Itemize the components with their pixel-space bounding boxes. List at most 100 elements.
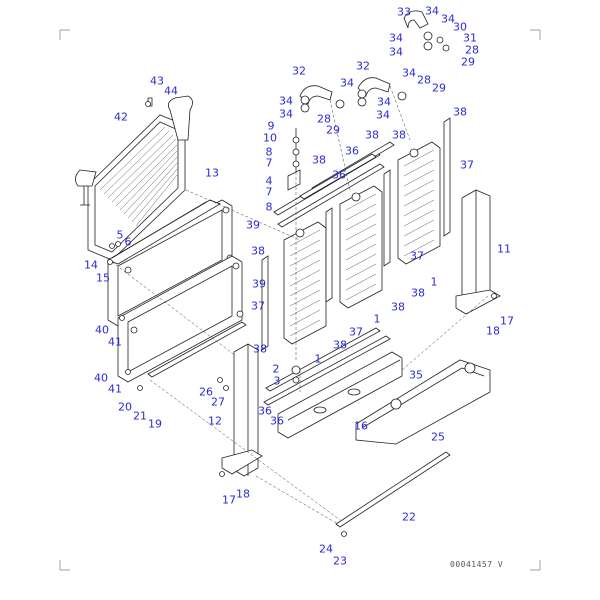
callout-37: 37 (349, 325, 363, 339)
callout-8: 8 (265, 145, 273, 159)
callout-40: 40 (94, 371, 108, 385)
support-bracket (355, 359, 491, 445)
callout-32: 32 (292, 64, 306, 78)
callout-34: 34 (389, 31, 403, 45)
callout-16: 16 (354, 419, 368, 433)
callout-36: 36 (332, 168, 346, 182)
callout-41: 41 (108, 382, 122, 396)
callout-1: 1 (373, 312, 381, 326)
callout-37: 37 (410, 249, 424, 263)
callout-15: 15 (96, 271, 110, 285)
cross-bars (147, 321, 451, 528)
callout-17: 17 (500, 314, 514, 328)
callout-17: 17 (222, 493, 236, 507)
callout-31: 31 (463, 31, 477, 45)
drawing-number: 00041457 V (450, 560, 504, 569)
callout-32: 32 (356, 59, 370, 73)
callout-34: 34 (389, 45, 403, 59)
base-channel (277, 351, 403, 439)
callout-34: 34 (402, 66, 416, 80)
callout-34: 34 (279, 107, 293, 121)
assembly-lines (111, 85, 489, 525)
callout-28: 28 (317, 112, 331, 126)
callout-8: 8 (265, 200, 273, 214)
mounting-bolts (287, 128, 301, 191)
seal-strips (261, 117, 451, 351)
sheet-frame (59, 29, 541, 571)
callout-40: 40 (95, 323, 109, 337)
callout-29: 29 (461, 55, 475, 69)
callout-22: 22 (402, 510, 416, 524)
callout-1: 1 (430, 275, 438, 289)
callout-28: 28 (417, 73, 431, 87)
radiator-core-right (397, 141, 441, 265)
callout-38: 38 (365, 128, 379, 142)
callout-9: 9 (267, 119, 275, 133)
callout-34: 34 (279, 94, 293, 108)
callout-39: 39 (252, 277, 266, 291)
callout-38: 38 (312, 153, 326, 167)
upper-hoses (299, 10, 450, 113)
callout-34: 34 (441, 12, 455, 26)
callout-43: 43 (150, 74, 164, 88)
top-plate (107, 199, 221, 265)
callout-36: 36 (270, 414, 284, 428)
callout-5: 5 (116, 228, 124, 242)
callout-28: 28 (465, 43, 479, 57)
callout-24: 24 (319, 542, 333, 556)
callout-12: 12 (208, 414, 222, 428)
callout-3: 3 (273, 374, 281, 388)
callout-13: 13 (205, 166, 219, 180)
callout-38: 38 (251, 244, 265, 258)
callout-11: 11 (497, 242, 511, 256)
callout-23: 23 (333, 554, 347, 568)
callout-35: 35 (409, 368, 423, 382)
callout-21: 21 (133, 409, 147, 423)
side-frame-left (221, 343, 263, 477)
callout-4: 4 (265, 174, 273, 188)
radiator-core-left (283, 221, 327, 345)
callout-2: 2 (272, 362, 280, 376)
callout-34: 34 (377, 95, 391, 109)
side-frame-right (455, 189, 501, 315)
callout-41: 41 (108, 335, 122, 349)
callout-29: 29 (432, 81, 446, 95)
callout-38: 38 (411, 286, 425, 300)
callout-1: 1 (314, 352, 322, 366)
callout-6: 6 (124, 235, 132, 249)
callout-14: 14 (84, 258, 98, 272)
small-hardware (107, 101, 497, 537)
callout-36: 36 (258, 404, 272, 418)
callout-30: 30 (453, 20, 467, 34)
callout-39: 39 (246, 218, 260, 232)
callout-38: 38 (391, 300, 405, 314)
callout-44: 44 (164, 84, 178, 98)
callout-37: 37 (251, 299, 265, 313)
callout-38: 38 (333, 338, 347, 352)
callout-34: 34 (425, 4, 439, 18)
callout-27: 27 (211, 395, 225, 409)
callout-18: 18 (236, 487, 250, 501)
callout-7: 7 (265, 156, 273, 170)
radiator-core-middle (339, 185, 383, 309)
callout-42: 42 (114, 110, 128, 124)
callout-34: 34 (340, 76, 354, 90)
callout-38: 38 (253, 342, 267, 356)
callout-20: 20 (118, 400, 132, 414)
intercooler (75, 95, 193, 261)
callout-7: 7 (265, 185, 273, 199)
callout-18: 18 (486, 324, 500, 338)
callout-38: 38 (453, 105, 467, 119)
callout-34: 34 (376, 108, 390, 122)
callout-36: 36 (345, 144, 359, 158)
callout-26: 26 (199, 385, 213, 399)
callout-29: 29 (326, 123, 340, 137)
callout-37: 37 (460, 158, 474, 172)
callout-33: 33 (397, 5, 411, 19)
callout-19: 19 (148, 417, 162, 431)
callout-10: 10 (263, 131, 277, 145)
callout-38: 38 (392, 128, 406, 142)
callout-25: 25 (431, 430, 445, 444)
